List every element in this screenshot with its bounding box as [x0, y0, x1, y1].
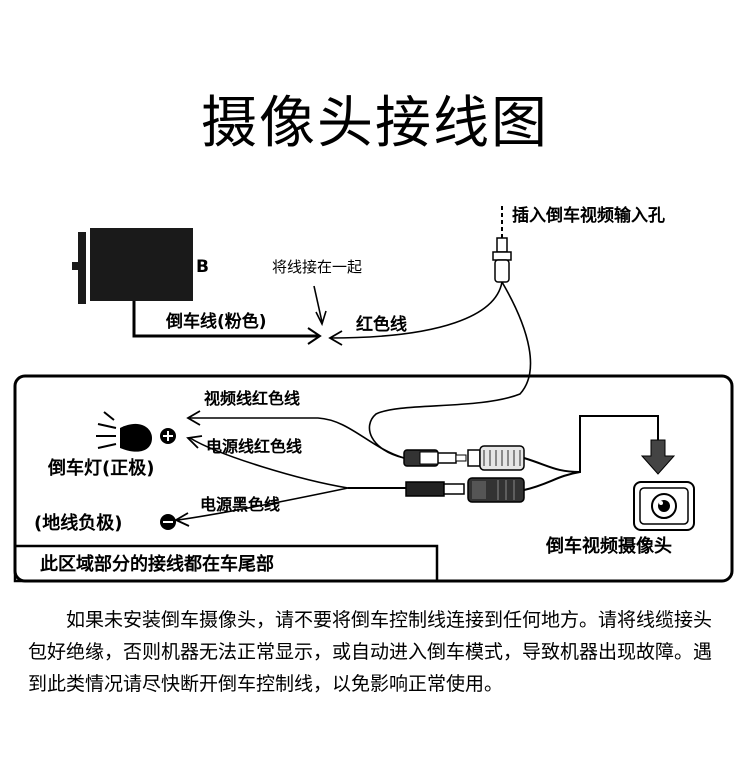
- notice-text: 如果未安装倒车摄像头，请不要将倒车控制线连接到任何地方。请将线缆接头包好绝缘，否…: [28, 609, 713, 695]
- power-wire-black-label: 电源黑色线: [200, 495, 280, 514]
- video-wire-red-label: 视频线红色线: [204, 389, 300, 408]
- rear-camera-label: 倒车视频摄像头: [545, 535, 672, 557]
- rear-section-note-box: [13, 544, 439, 583]
- connect-pointer-head: [315, 310, 327, 327]
- camera-cable: [523, 415, 659, 491]
- positive-terminal-icon: [160, 428, 176, 444]
- rear-section-note: 此区域部分的接线都在车尾部: [40, 553, 274, 575]
- negative-terminal-icon: [160, 514, 176, 530]
- power-wire-black: [177, 487, 349, 521]
- page-title: 摄像头接线图: [201, 91, 549, 156]
- red-wire-arrowhead: [328, 330, 343, 346]
- power-wire-red-label: 电源线红色线: [206, 437, 302, 456]
- ground-negative-label: (地线负极): [34, 512, 122, 534]
- power-wire-red: [189, 437, 349, 489]
- camera-pointer-arrow: [640, 439, 676, 475]
- reverse-light-label: 倒车灯(正极): [47, 457, 154, 479]
- reverse-light-icon: [96, 411, 152, 452]
- video-cable: [368, 281, 532, 459]
- red-wire-label: 红色线: [356, 314, 407, 335]
- rca-connector-left: [403, 449, 467, 467]
- video-wire-red: [190, 417, 405, 459]
- connect-pointer: [313, 285, 323, 323]
- camera-icon: [633, 481, 695, 531]
- video-wire-arrowhead: [186, 410, 201, 426]
- head-unit: [72, 228, 193, 304]
- rca-plug-top: [492, 237, 512, 283]
- dc-plug-left: [405, 481, 465, 497]
- reverse-wire-label: 倒车线(粉色): [165, 311, 267, 332]
- power-wire-red-arrowhead: [186, 435, 203, 449]
- connect-together-label: 将线接在一起: [272, 258, 362, 276]
- video-input-label: 插入倒车视频输入孔: [512, 205, 665, 226]
- reverse-wire-arrowhead: [307, 327, 322, 345]
- unit-letter: B: [196, 257, 209, 277]
- red-wire: [329, 281, 503, 339]
- reverse-wire: [132, 301, 318, 338]
- rca-connector-right: [467, 445, 525, 471]
- dc-socket-right: [467, 477, 525, 503]
- power-wire-black-arrowhead: [174, 512, 190, 527]
